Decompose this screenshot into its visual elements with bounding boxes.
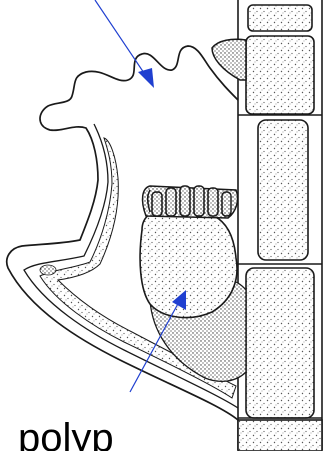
arrow-rim — [95, 0, 154, 88]
basal-blob — [40, 265, 56, 275]
tentacle — [208, 188, 218, 216]
stem-segment — [238, 420, 322, 451]
tentacle — [152, 192, 162, 216]
polyp-body — [140, 214, 237, 318]
polyp-label: polyp — [18, 416, 114, 451]
tentacle — [166, 188, 176, 216]
tentacle — [180, 186, 190, 216]
branch-node — [212, 39, 246, 80]
stem-segment — [248, 5, 312, 31]
stem-segment — [258, 120, 308, 260]
polyp-tentacles — [143, 186, 238, 218]
stem — [238, 0, 322, 451]
stem-segment — [246, 268, 314, 418]
tentacle — [194, 186, 204, 216]
tentacle — [222, 192, 231, 216]
stem-segment — [246, 36, 314, 114]
